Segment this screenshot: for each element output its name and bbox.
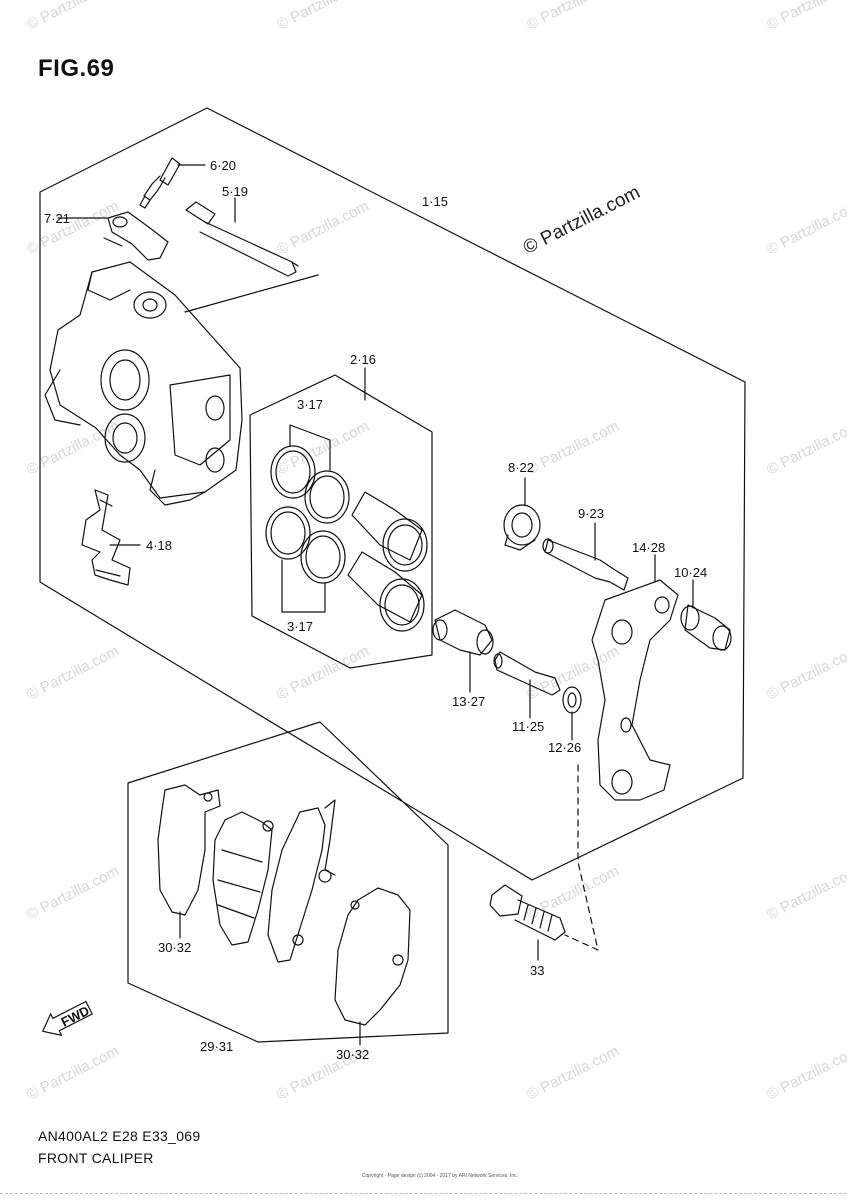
bolt <box>493 651 561 696</box>
bushing <box>680 604 732 651</box>
leader-3-17-top <box>289 424 331 471</box>
watermark-faint: © Partzilla.com <box>764 198 847 259</box>
piston-seals <box>265 445 350 584</box>
brake-pad-backing-right <box>334 887 411 1026</box>
callout-7-21: 7·21 <box>44 211 70 226</box>
pad-spring <box>81 489 131 586</box>
bleeder-cap <box>103 211 169 261</box>
part-name: FRONT CALIPER <box>38 1150 154 1166</box>
callout-3-17-bottom: 3·17 <box>287 619 313 634</box>
brake-pad-friction-left <box>212 811 274 946</box>
callout-5-19: 5·19 <box>222 184 248 199</box>
pad-set-outline <box>127 721 449 1043</box>
watermark-faint: © Partzilla.com <box>24 0 122 34</box>
watermark-faint: © Partzilla.com <box>524 418 622 479</box>
watermark-faint: © Partzilla.com <box>764 418 847 479</box>
callout-30-32-left: 30·32 <box>158 940 191 955</box>
copyright-notice: Copyright · Page design (c) 2004 - 2017 … <box>361 1173 519 1179</box>
callout-11-25: 11·25 <box>512 719 544 734</box>
watermark-faint: © Partzilla.com <box>274 198 372 259</box>
watermark-faint: © Partzilla.com <box>274 418 372 479</box>
callout-9-23: 9·23 <box>578 506 604 521</box>
bleeder-valve <box>139 157 181 209</box>
watermark-faint: © Partzilla.com <box>524 1043 622 1104</box>
callout-1-15: 1·15 <box>422 194 448 209</box>
leader-dashed-bolt <box>564 764 599 951</box>
caliper-body <box>44 261 243 506</box>
callout-29-31: 29·31 <box>200 1039 233 1054</box>
callout-14-28: 14·28 <box>632 540 665 555</box>
callout-3-17-top: 3·17 <box>297 397 323 412</box>
callout-2-16: 2·16 <box>350 352 376 367</box>
fwd-label: FWD <box>59 1003 92 1030</box>
model-code: AN400AL2 E28 E33_069 <box>38 1128 201 1144</box>
callout-33: 33 <box>530 963 544 978</box>
figure-title: FIG.69 <box>38 55 115 82</box>
watermark-faint: © Partzilla.com <box>24 863 122 924</box>
watermark-faint: © Partzilla.com <box>24 643 122 704</box>
watermark-faint: © Partzilla.com <box>24 198 122 259</box>
callout-30-32-right: 30·32 <box>336 1047 369 1062</box>
callout-12-26: 12·26 <box>548 740 581 755</box>
callout-labels: 6·20 5·19 1·15 7·21 2·16 3·17 4·18 3·17 … <box>44 158 707 1062</box>
watermark-faint: © Partzilla.com <box>524 863 622 924</box>
pin-bolt <box>432 609 494 656</box>
caliper-pin <box>185 201 299 277</box>
caliper-bracket <box>591 579 679 801</box>
watermark-faint: © Partzilla.com <box>274 643 372 704</box>
watermark-faint: © Partzilla.com <box>524 0 622 34</box>
assembly-outline <box>39 107 746 881</box>
slide-pin <box>542 538 629 591</box>
callout-4-18: 4·18 <box>146 538 172 553</box>
watermark-faint: © Partzilla.com <box>764 643 847 704</box>
callout-10-24: 10·24 <box>674 565 707 580</box>
watermark-faint: © Partzilla.com <box>764 0 847 34</box>
caliper-pistons <box>347 491 428 632</box>
watermark-faint: © Partzilla.com <box>274 0 372 34</box>
watermark-faint: © Partzilla.com <box>764 1043 847 1104</box>
fwd-arrow-icon <box>42 1000 93 1036</box>
callout-8-22: 8·22 <box>508 460 534 475</box>
watermark-faint: © Partzilla.com <box>764 863 847 924</box>
piston-kit-outline <box>249 374 433 669</box>
washer <box>562 686 582 714</box>
callout-13-27: 13·27 <box>452 694 485 709</box>
brake-pad-backing-left <box>157 784 221 916</box>
bottom-divider <box>0 1193 847 1194</box>
leader-pin-body <box>184 274 319 313</box>
callout-6-20: 6·20 <box>210 158 236 173</box>
boot <box>503 504 541 551</box>
leader-3-17-bottom <box>281 559 326 613</box>
watermark-faint: © Partzilla.com <box>24 1043 122 1104</box>
brake-pad-friction-right <box>267 799 336 963</box>
mounting-bolt <box>489 884 566 941</box>
